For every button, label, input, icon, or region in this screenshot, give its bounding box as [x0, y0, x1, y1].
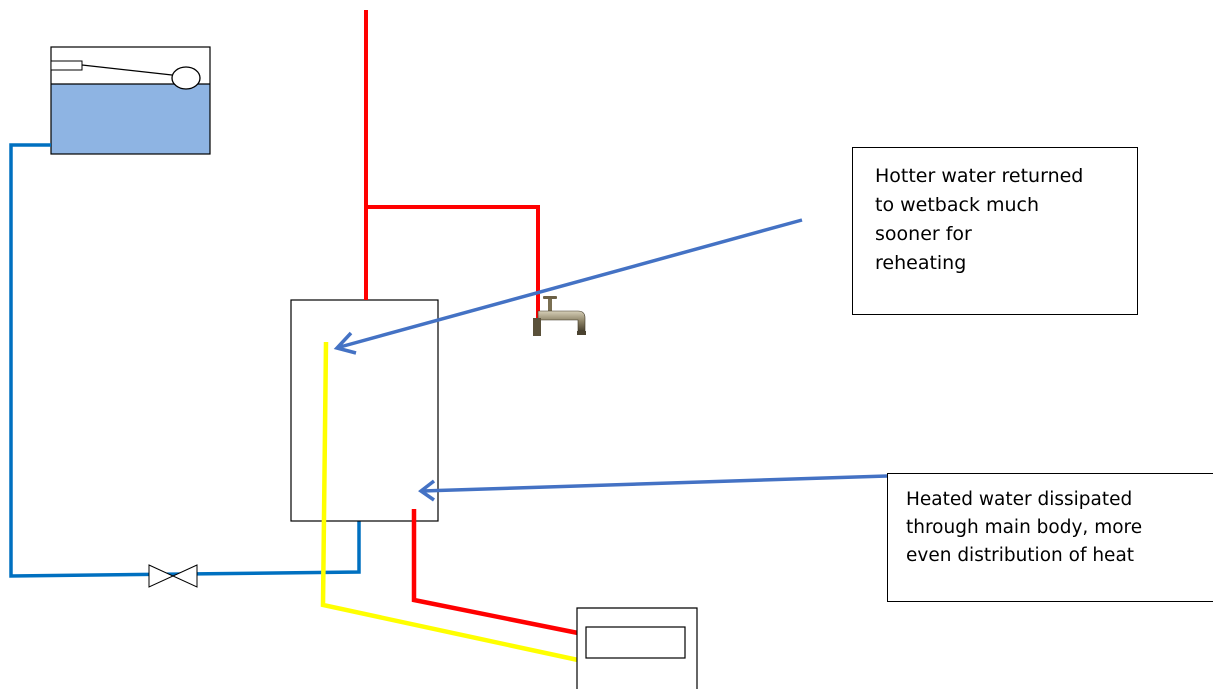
cold-feed-pipe — [9, 143, 361, 578]
ballcock-valve-body — [50, 60, 83, 71]
arrow-bottom — [418, 474, 888, 502]
header-tank-icon — [50, 46, 211, 155]
valve-icon — [148, 564, 198, 588]
wetback-flow-pipe — [411, 509, 579, 636]
callout-top-line-4: reheating — [875, 252, 967, 274]
callout-top-line-3: sooner for — [875, 223, 972, 245]
callout-top-line-2: to wetback much — [875, 194, 1040, 216]
ballcock-arm — [81, 64, 173, 76]
callout-hotter-water: Hotter water returned to wetback much so… — [852, 147, 1138, 315]
wetback-icon — [576, 607, 698, 689]
callout-bottom-line-2: through main body, more — [906, 517, 1143, 538]
wetback-return-pipe — [320, 341, 579, 663]
callout-top-line-1: Hotter water returned — [875, 165, 1084, 187]
ballcock-float-icon — [171, 66, 201, 90]
hot-branch-pipe — [366, 205, 540, 330]
arrow-top — [333, 218, 803, 355]
callout-heated-water: Heated water dissipated through main bod… — [887, 473, 1213, 602]
hot-water-cylinder — [290, 299, 439, 522]
tap-icon — [528, 296, 587, 341]
callout-bottom-line-3: even distribution of heat — [906, 545, 1135, 566]
tank-outline — [50, 46, 211, 155]
wetback-window — [585, 626, 686, 659]
tank-water — [51, 84, 210, 154]
callout-bottom-line-1: Heated water dissipated — [906, 489, 1133, 510]
